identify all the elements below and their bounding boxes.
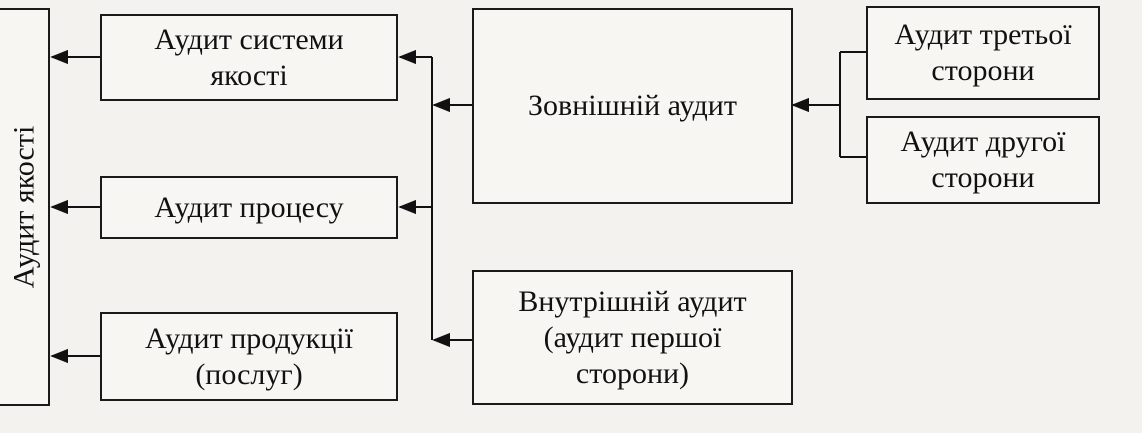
- product-audit-label: Аудит продукції (послуг): [145, 321, 353, 391]
- system-audit-box: Аудит системи якості: [100, 14, 398, 101]
- third-party-audit-label: Аудит третьої сторони: [894, 18, 1072, 87]
- external-audit-box: Зовнішній аудит: [472, 8, 793, 204]
- second-party-audit-box: Аудит другої сторони: [866, 116, 1100, 204]
- internal-audit-box: Внутрішній аудит (аудит першої сторони): [472, 270, 793, 405]
- process-audit-box: Аудит процесу: [100, 176, 398, 239]
- process-audit-label: Аудит процесу: [154, 190, 344, 224]
- internal-audit-label: Внутрішній аудит (аудит першої сторони): [518, 284, 747, 390]
- system-audit-label: Аудит системи якості: [154, 22, 344, 92]
- quality-audit-box: Аудит якості: [0, 8, 50, 406]
- third-party-audit-box: Аудит третьої сторони: [866, 6, 1100, 100]
- external-audit-label: Зовнішній аудит: [528, 89, 737, 122]
- product-audit-box: Аудит продукції (послуг): [100, 312, 398, 401]
- second-party-audit-label: Аудит другої сторони: [900, 125, 1066, 194]
- quality-audit-label: Аудит якості: [7, 125, 41, 289]
